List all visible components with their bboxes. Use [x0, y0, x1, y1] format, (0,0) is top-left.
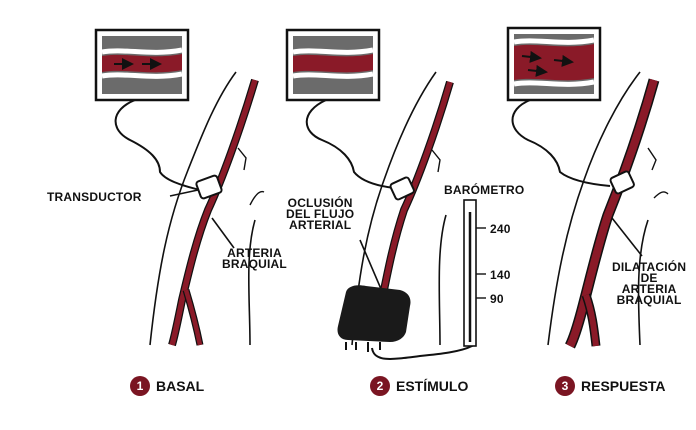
scale-tick-label: 240: [490, 224, 511, 235]
label-dilation: DILATACIÓN DE ARTERIA BRAQUIAL: [612, 262, 686, 306]
step-number-badge: 2: [370, 376, 390, 396]
label-barometer: BARÓMETRO: [444, 185, 524, 196]
monitor-icon: [96, 30, 188, 100]
step-estimulo: 2 ESTÍMULO: [370, 376, 468, 396]
step-label: BASAL: [156, 378, 204, 394]
scale-tick-label: 140: [490, 270, 511, 281]
transducer-cable: [116, 100, 200, 190]
elbow-crease: [432, 150, 440, 172]
step-label: ESTÍMULO: [396, 378, 468, 394]
transducer-cable: [307, 100, 394, 188]
step-respuesta: 3 RESPUESTA: [555, 376, 666, 396]
arm-outline: [439, 215, 446, 345]
transducer-cable: [513, 100, 611, 186]
cuff-icon: [337, 285, 410, 352]
artery-branch: [186, 290, 200, 345]
label-transducer: TRANSDUCTOR: [47, 192, 142, 203]
dilation-leader: [612, 218, 642, 256]
label-occlusion: OCLUSIÓN DEL FLUJO ARTERIAL: [286, 198, 354, 231]
step-number-badge: 1: [130, 376, 150, 396]
monitor-icon: [287, 30, 379, 100]
panel-basal: [96, 30, 264, 345]
step-basal: 1 BASAL: [130, 376, 204, 396]
transducer-leader: [170, 190, 198, 196]
label-line: BRAQUIAL: [612, 295, 686, 306]
manometer-icon: [464, 200, 486, 346]
arm-outline: [249, 220, 255, 345]
elbow-crease: [648, 148, 668, 198]
label-line: BRAQUIAL: [222, 259, 287, 270]
label-brachial-artery: ARTERIA BRAQUIAL: [222, 248, 287, 270]
label-line: ARTERIAL: [286, 220, 354, 231]
elbow-crease: [238, 148, 264, 205]
monitor-icon: [508, 28, 600, 100]
cuff-tube: [372, 340, 474, 359]
artery-leader: [212, 218, 234, 248]
step-label: RESPUESTA: [581, 378, 666, 394]
step-number-badge: 3: [555, 376, 575, 396]
scale-tick-label: 90: [490, 294, 504, 305]
